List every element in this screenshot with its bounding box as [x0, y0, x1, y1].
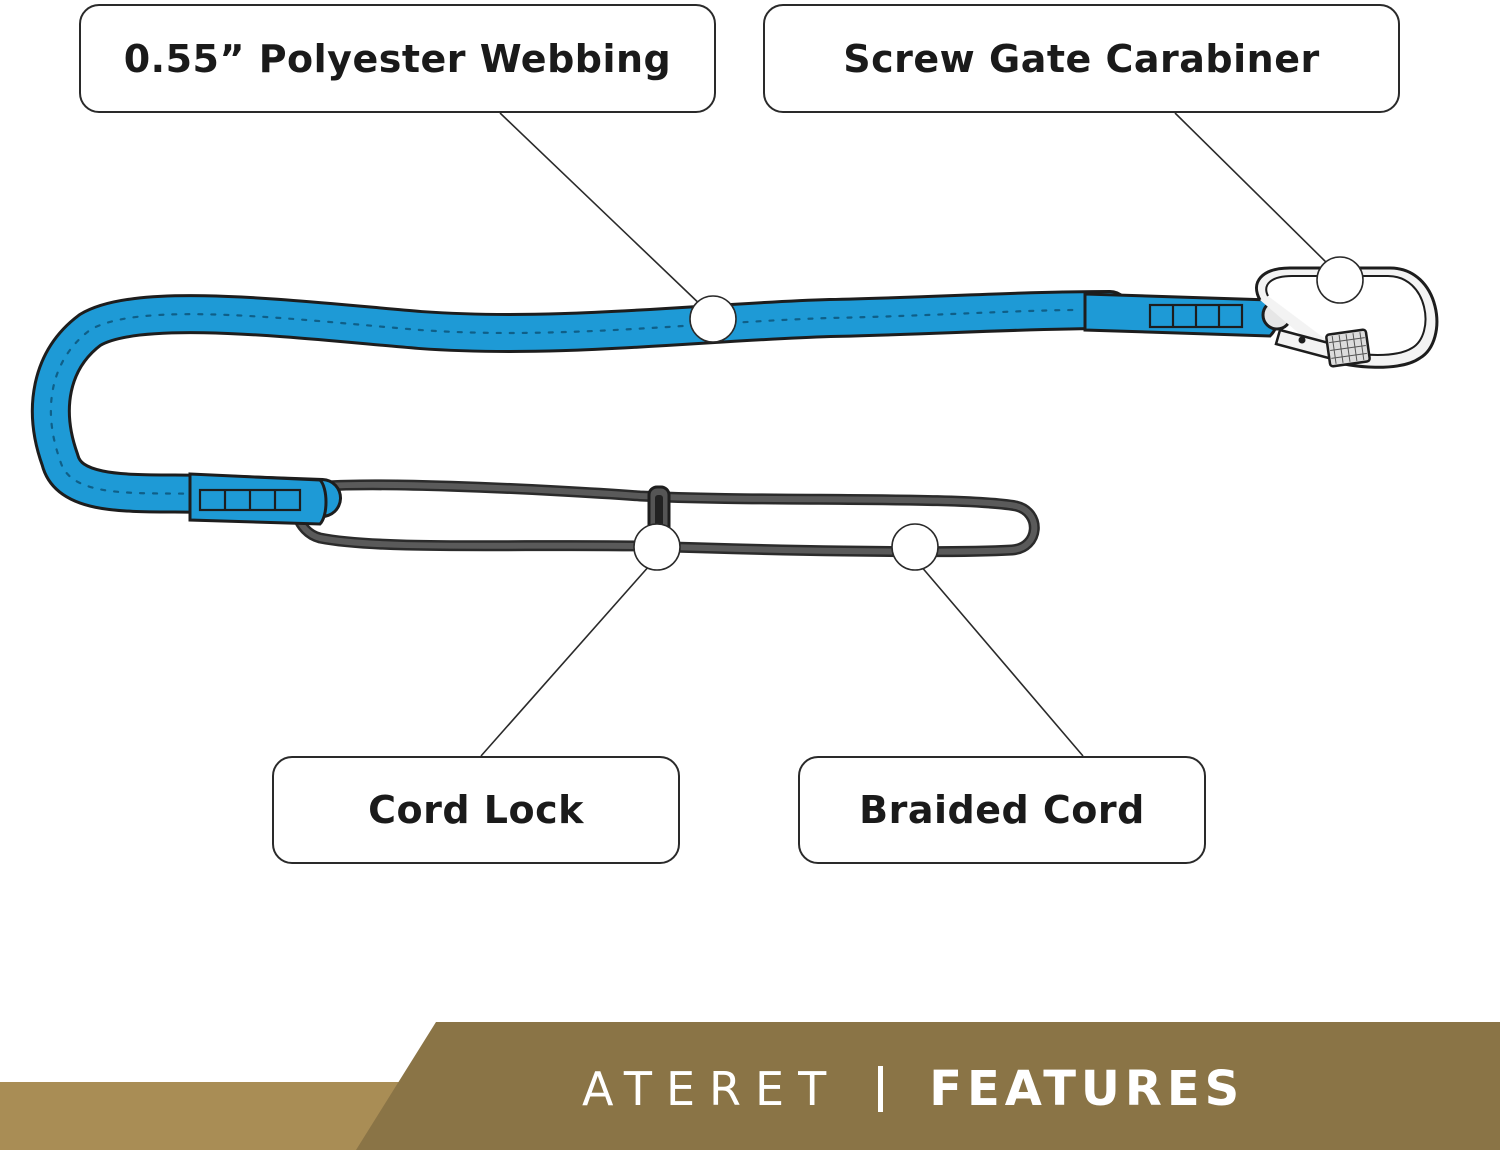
carabiner-label: Screw Gate Carabiner: [763, 4, 1400, 113]
webbing-leader-line: [499, 112, 707, 311]
webbing-marker: [689, 295, 737, 343]
brand-name: ATERET: [582, 1062, 841, 1116]
footer-title: ATERET FEATURES: [582, 1058, 1244, 1120]
screw-gate-carabiner: [1255, 266, 1439, 369]
cord-lock-label: Cord Lock: [272, 756, 680, 864]
braided-cord-label: Braided Cord: [798, 756, 1206, 864]
carabiner-marker: [1316, 256, 1364, 304]
callout-lines: [480, 112, 1335, 757]
webbing-label: 0.55” Polyester Webbing: [79, 4, 716, 113]
footer-stripe-light: [0, 1082, 440, 1150]
bungee-lanyard: [30, 290, 1279, 526]
braided-marker: [891, 523, 939, 571]
footer-band-dark: [356, 1022, 1500, 1150]
footer-banner: [0, 1022, 1500, 1150]
footer-divider: [878, 1066, 884, 1112]
cordlock-marker: [633, 523, 681, 571]
carabiner-leader-line: [1174, 112, 1335, 271]
cordlock-leader-line: [480, 564, 651, 757]
callout-markers: [633, 256, 1364, 571]
section-title: FEATURES: [929, 1061, 1245, 1117]
braided-leader-line: [919, 564, 1084, 757]
braided-cord: [289, 479, 1040, 558]
